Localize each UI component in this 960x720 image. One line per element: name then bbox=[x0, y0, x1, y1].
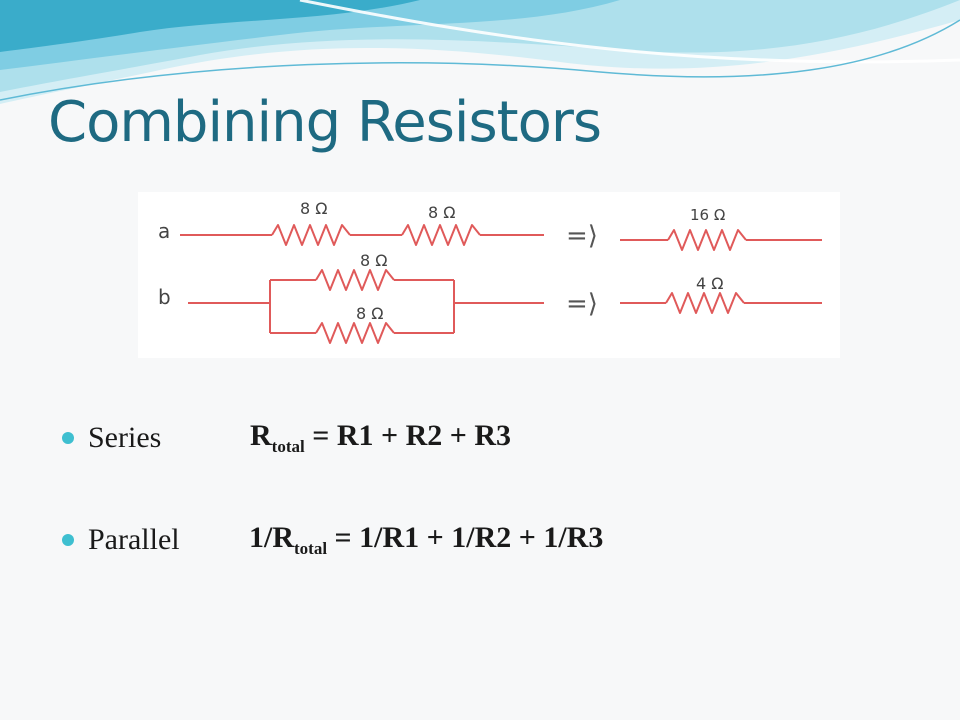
series-formula: Rtotal = R1 + R2 + R3 bbox=[250, 419, 511, 457]
series-r2-label: 8 Ω bbox=[428, 203, 456, 222]
parallel-formula-prefix: 1/R bbox=[249, 521, 294, 554]
parallel-formula: 1/Rtotal = 1/R1 + 1/R2 + 1/R3 bbox=[249, 521, 603, 559]
row-b-label: b bbox=[158, 285, 171, 309]
parallel-result-label: 4 Ω bbox=[696, 274, 724, 293]
series-arrow: =⟩ bbox=[566, 221, 598, 251]
parallel-result-resistor bbox=[665, 292, 745, 314]
series-result-label: 16 Ω bbox=[690, 206, 725, 224]
parallel-resistor-2 bbox=[315, 322, 395, 344]
parallel-arrow: =⟩ bbox=[566, 289, 598, 319]
bullet-dot-icon bbox=[62, 534, 74, 546]
series-r1-label: 8 Ω bbox=[300, 199, 328, 218]
series-resistor-1 bbox=[271, 224, 351, 246]
parallel-term: Parallel bbox=[88, 523, 180, 556]
slide-title: Combining Resistors bbox=[48, 90, 602, 155]
resistor-diagram: a b 8 Ω 8 Ω 16 Ω 8 Ω 8 Ω 4 Ω =⟩ =⟩ bbox=[138, 192, 840, 358]
parallel-bullet: Parallel 1/Rtotal = 1/R1 + 1/R2 + 1/R3 bbox=[62, 520, 603, 560]
parallel-r1-label: 8 Ω bbox=[360, 251, 388, 270]
series-result-resistor bbox=[667, 229, 747, 251]
parallel-r2-label: 8 Ω bbox=[356, 304, 384, 323]
series-bullet: Series Rtotal = R1 + R2 + R3 bbox=[62, 418, 511, 458]
parallel-formula-rest: = 1/R1 + 1/R2 + 1/R3 bbox=[327, 521, 604, 554]
row-a-label: a bbox=[158, 219, 170, 243]
series-formula-rest: = R1 + R2 + R3 bbox=[304, 419, 511, 452]
parallel-formula-subscript: total bbox=[294, 539, 328, 558]
header-wave-decoration bbox=[0, 0, 960, 104]
bullet-dot-icon bbox=[62, 432, 74, 444]
series-formula-subscript: total bbox=[271, 437, 305, 456]
resistor-circuit-drawing: a b 8 Ω 8 Ω 16 Ω 8 Ω 8 Ω 4 Ω =⟩ =⟩ bbox=[158, 199, 822, 344]
series-resistor-2 bbox=[401, 224, 481, 246]
series-term: Series bbox=[88, 421, 162, 454]
series-formula-prefix: R bbox=[250, 419, 272, 452]
parallel-resistor-1 bbox=[315, 269, 395, 291]
